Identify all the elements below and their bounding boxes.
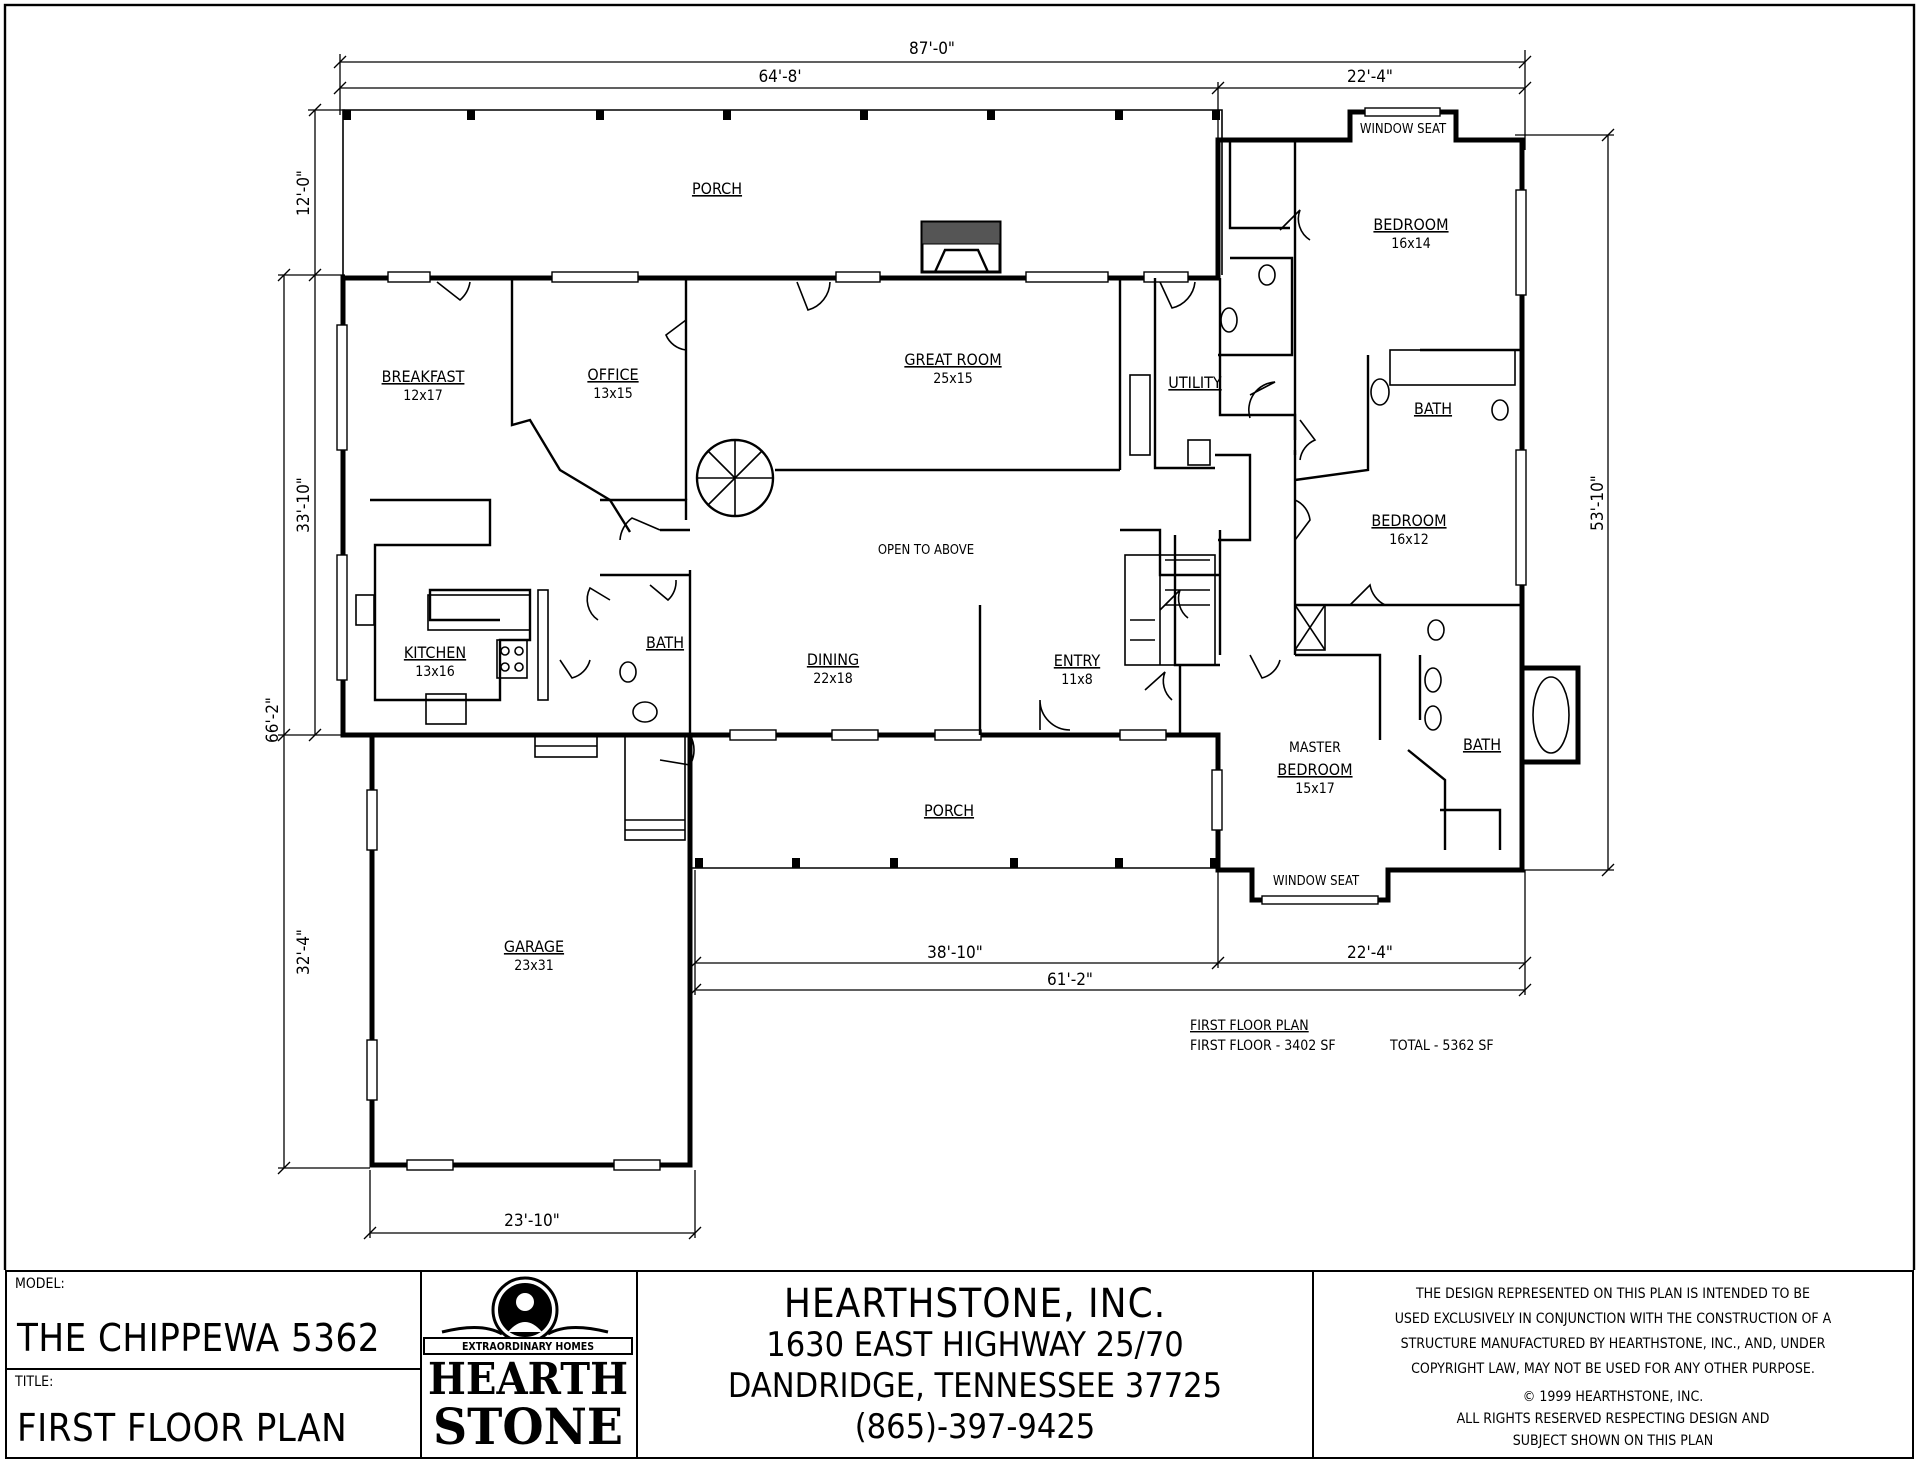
dim-wing-width: 22'-4" bbox=[1347, 943, 1393, 963]
steps bbox=[534, 734, 686, 841]
room-name: BATH bbox=[1463, 735, 1501, 754]
room-name: ENTRY bbox=[1054, 651, 1101, 670]
dim-garage-depth: 32'-4" bbox=[294, 929, 314, 975]
first-floor-area: FIRST FLOOR - 3402 SF bbox=[1190, 1038, 1336, 1054]
logo-word-stone: STONE bbox=[433, 1397, 623, 1456]
room-size: 15x17 bbox=[1295, 781, 1335, 797]
room-name: BATH bbox=[646, 633, 684, 652]
legal-line: STRUCTURE MANUFACTURED BY HEARTHSTONE, I… bbox=[1400, 1336, 1826, 1352]
fireplace bbox=[920, 220, 1002, 274]
company-phone: (865)-397-9425 bbox=[854, 1407, 1096, 1447]
dim-garage-width: 23'-10" bbox=[504, 1211, 560, 1231]
model-name: THE CHIPPEWA 5362 bbox=[17, 1316, 380, 1360]
dimension-lines bbox=[277, 50, 1615, 1240]
legal-line: ALL RIGHTS RESERVED RESPECTING DESIGN AN… bbox=[1456, 1411, 1770, 1427]
doors bbox=[436, 209, 1386, 766]
legal-line: COPYRIGHT LAW, MAY NOT BE USED FOR ANY O… bbox=[1411, 1361, 1815, 1377]
title-block-divider bbox=[7, 1368, 420, 1370]
room-size: 13x15 bbox=[593, 386, 633, 402]
bath-fixtures bbox=[619, 264, 1570, 754]
floor-plan: PORCH BREAKFAST 12x17 OFFICE 13x15 GREAT… bbox=[3, 3, 1916, 1270]
room-name: BEDROOM bbox=[1373, 215, 1448, 234]
copyright-notice: THE DESIGN REPRESENTED ON THIS PLAN IS I… bbox=[1314, 1272, 1912, 1457]
room-name: BEDROOM bbox=[1371, 511, 1446, 530]
dimension-labels: 87'-0" 64'-8' 22'-4" 38'-10" 22'-4" 61'-… bbox=[263, 39, 1608, 1231]
dim-front-total: 61'-2" bbox=[1047, 970, 1093, 990]
open-to-above-note: OPEN TO ABOVE bbox=[878, 543, 974, 558]
room-name: KITCHEN bbox=[404, 643, 466, 662]
legal-line: THE DESIGN REPRESENTED ON THIS PLAN IS I… bbox=[1415, 1286, 1811, 1302]
logo-banner-text: EXTRAORDINARY HOMES bbox=[462, 1341, 594, 1353]
room-labels: PORCH BREAKFAST 12x17 OFFICE 13x15 GREAT… bbox=[382, 122, 1501, 974]
company-city: DANDRIDGE, TENNESSEE 37725 bbox=[727, 1366, 1223, 1406]
kitchen-fixtures bbox=[355, 589, 549, 725]
legal-line: USED EXCLUSIVELY IN CONJUNCTION WITH THE… bbox=[1394, 1311, 1832, 1327]
company-info: HEARTHSTONE, INC. 1630 EAST HIGHWAY 25/7… bbox=[638, 1272, 1314, 1457]
room-name: PORCH bbox=[924, 801, 974, 820]
room-name: MASTER bbox=[1289, 740, 1341, 756]
room-size: 16x14 bbox=[1391, 236, 1431, 252]
porch-outlines bbox=[342, 109, 1223, 869]
room-size: 23x31 bbox=[514, 958, 554, 974]
dim-front-width: 38'-10" bbox=[927, 943, 983, 963]
room-name: GARAGE bbox=[504, 937, 564, 956]
room-name: BEDROOM bbox=[1277, 760, 1352, 779]
room-size: 12x17 bbox=[403, 388, 443, 404]
model-title-cell: MODEL: THE CHIPPEWA 5362 TITLE: FIRST FL… bbox=[7, 1272, 422, 1457]
main-stair bbox=[1124, 554, 1216, 666]
room-name: UTILITY bbox=[1168, 373, 1222, 392]
room-size: 25x15 bbox=[933, 371, 973, 387]
window-seat-label: WINDOW SEAT bbox=[1360, 122, 1447, 137]
legal-line: © 1999 HEARTHSTONE, INC. bbox=[1522, 1389, 1704, 1405]
company-address: 1630 EAST HIGHWAY 25/70 bbox=[766, 1325, 1184, 1365]
dim-porch-depth: 12'-0" bbox=[294, 170, 314, 216]
room-name: PORCH bbox=[692, 179, 742, 198]
floor-plan-caption-title: FIRST FLOOR PLAN bbox=[1190, 1018, 1309, 1034]
dim-wing-width: 22'-4" bbox=[1347, 67, 1393, 87]
total-area: TOTAL - 5362 SF bbox=[1389, 1038, 1494, 1054]
window-seat-label: WINDOW SEAT bbox=[1273, 874, 1360, 889]
logo-word-hearth: HEARTH bbox=[428, 1354, 628, 1405]
room-name: BREAKFAST bbox=[382, 367, 465, 386]
title-label: TITLE: bbox=[15, 1374, 54, 1390]
company-name: HEARTHSTONE, INC. bbox=[783, 1281, 1167, 1327]
room-name: BATH bbox=[1414, 399, 1452, 418]
page-border bbox=[3, 3, 1916, 1270]
dim-overall-width: 87'-0" bbox=[909, 39, 955, 59]
room-size: 13x16 bbox=[415, 664, 455, 680]
model-label: MODEL: bbox=[15, 1276, 65, 1292]
room-name: GREAT ROOM bbox=[904, 350, 1001, 369]
room-size: 16x12 bbox=[1389, 532, 1429, 548]
room-size: 11x8 bbox=[1061, 672, 1093, 688]
title-block: MODEL: THE CHIPPEWA 5362 TITLE: FIRST FL… bbox=[5, 1270, 1914, 1459]
drawing-title: FIRST FLOOR PLAN bbox=[17, 1406, 348, 1450]
hearthstone-logo: EXTRAORDINARY HOMES HEARTH STONE bbox=[422, 1272, 638, 1457]
dim-house-depth: 33'-10" bbox=[294, 477, 314, 533]
dim-main-width: 64'-8' bbox=[758, 67, 801, 87]
windows bbox=[336, 107, 1527, 1171]
floor-area-caption: FIRST FLOOR PLAN FIRST FLOOR - 3402 SF T… bbox=[1190, 1018, 1494, 1054]
room-name: OFFICE bbox=[587, 365, 638, 384]
dim-overall-depth: 66'-2" bbox=[263, 697, 283, 743]
legal-line: SUBJECT SHOWN ON THIS PLAN bbox=[1512, 1433, 1714, 1449]
spiral-stair bbox=[695, 438, 775, 518]
room-name: DINING bbox=[807, 650, 859, 669]
room-size: 22x18 bbox=[813, 671, 853, 687]
dim-wing-depth: 53'-10" bbox=[1588, 475, 1608, 531]
